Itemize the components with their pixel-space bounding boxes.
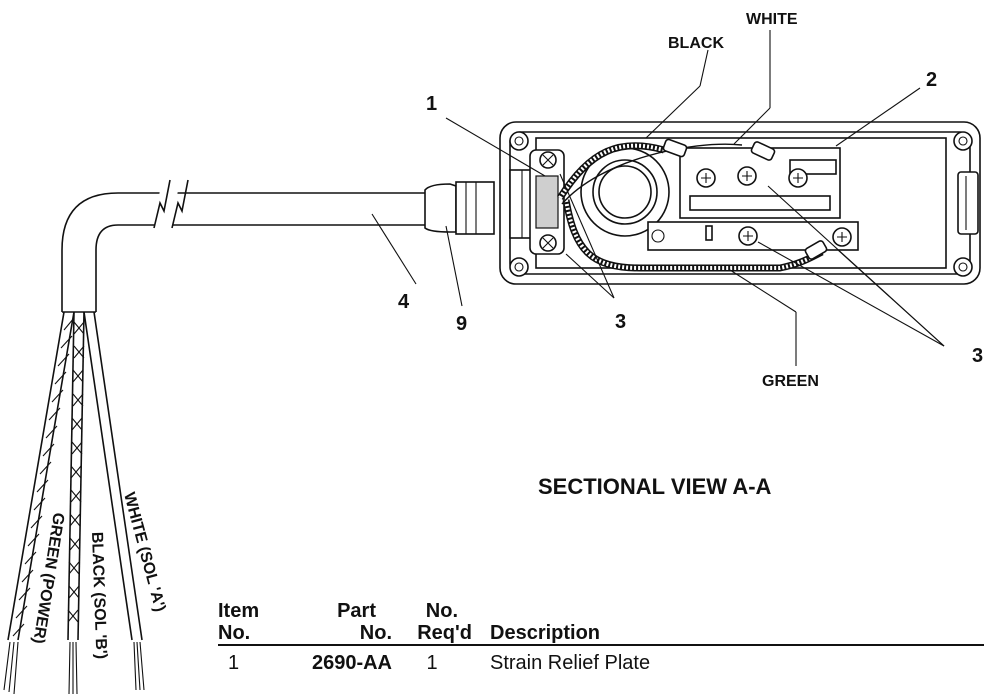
screw-icon <box>738 226 758 246</box>
label-white: WHITE <box>746 11 798 28</box>
lead-black <box>67 311 85 695</box>
lead-green <box>3 311 75 695</box>
screw-icon <box>788 168 808 188</box>
label-black: BLACK <box>668 35 724 52</box>
header-part-line2: No. <box>359 622 392 644</box>
label-green: GREEN <box>762 373 819 390</box>
screw-icon <box>832 227 852 247</box>
parts-table: Item No. Part No. No. Req'd Description … <box>218 600 984 674</box>
header-part-no: Part No. <box>290 600 392 645</box>
cell-req: 1 <box>426 652 438 674</box>
label-lead-black: BLACK (SOL 'B') <box>88 532 109 660</box>
callout-9: 9 <box>456 313 467 335</box>
internal-wires <box>557 138 828 272</box>
callout-4: 4 <box>398 291 410 313</box>
screw-icon <box>696 168 716 188</box>
label-lead-green: GREEN (POWER) <box>29 511 67 644</box>
lead-wires <box>3 311 145 695</box>
leader-lines <box>371 30 945 366</box>
header-no-reqd: No. Req'd <box>392 600 472 645</box>
header-desc-text: Description <box>490 622 601 644</box>
label-lead-white: WHITE (SOL 'A') <box>120 491 168 614</box>
header-req-line1: No. <box>425 600 458 622</box>
switch-cylinder <box>580 147 670 237</box>
header-req-line2: Req'd <box>417 622 472 644</box>
parts-table-header: Item No. Part No. No. Req'd Description <box>218 600 984 645</box>
cell-desc: Strain Relief Plate <box>490 652 651 674</box>
strain-relief <box>424 181 495 235</box>
header-item-line2: No. <box>218 622 251 644</box>
cable <box>61 179 425 313</box>
header-item-line1: Item <box>218 600 260 622</box>
table-row: 1 2690-AA 1 Strain Relief Plate <box>218 645 984 674</box>
header-description: Description <box>472 600 984 645</box>
lead-white <box>83 311 145 691</box>
callout-2: 2 <box>926 69 937 91</box>
header-part-line1: Part <box>337 600 376 622</box>
sectional-view-title: SECTIONAL VIEW A-A <box>538 474 772 499</box>
header-item-no: Item No. <box>218 600 290 645</box>
cell-part: 2690-AA <box>311 652 392 674</box>
callout-3-right: 3 <box>972 345 983 367</box>
screw-icon <box>737 166 757 186</box>
callout-3-center: 3 <box>615 311 626 333</box>
cell-item: 1 <box>228 652 240 674</box>
terminal-screws <box>696 166 852 247</box>
strain-relief-plate <box>529 149 565 255</box>
callout-1: 1 <box>426 93 437 115</box>
